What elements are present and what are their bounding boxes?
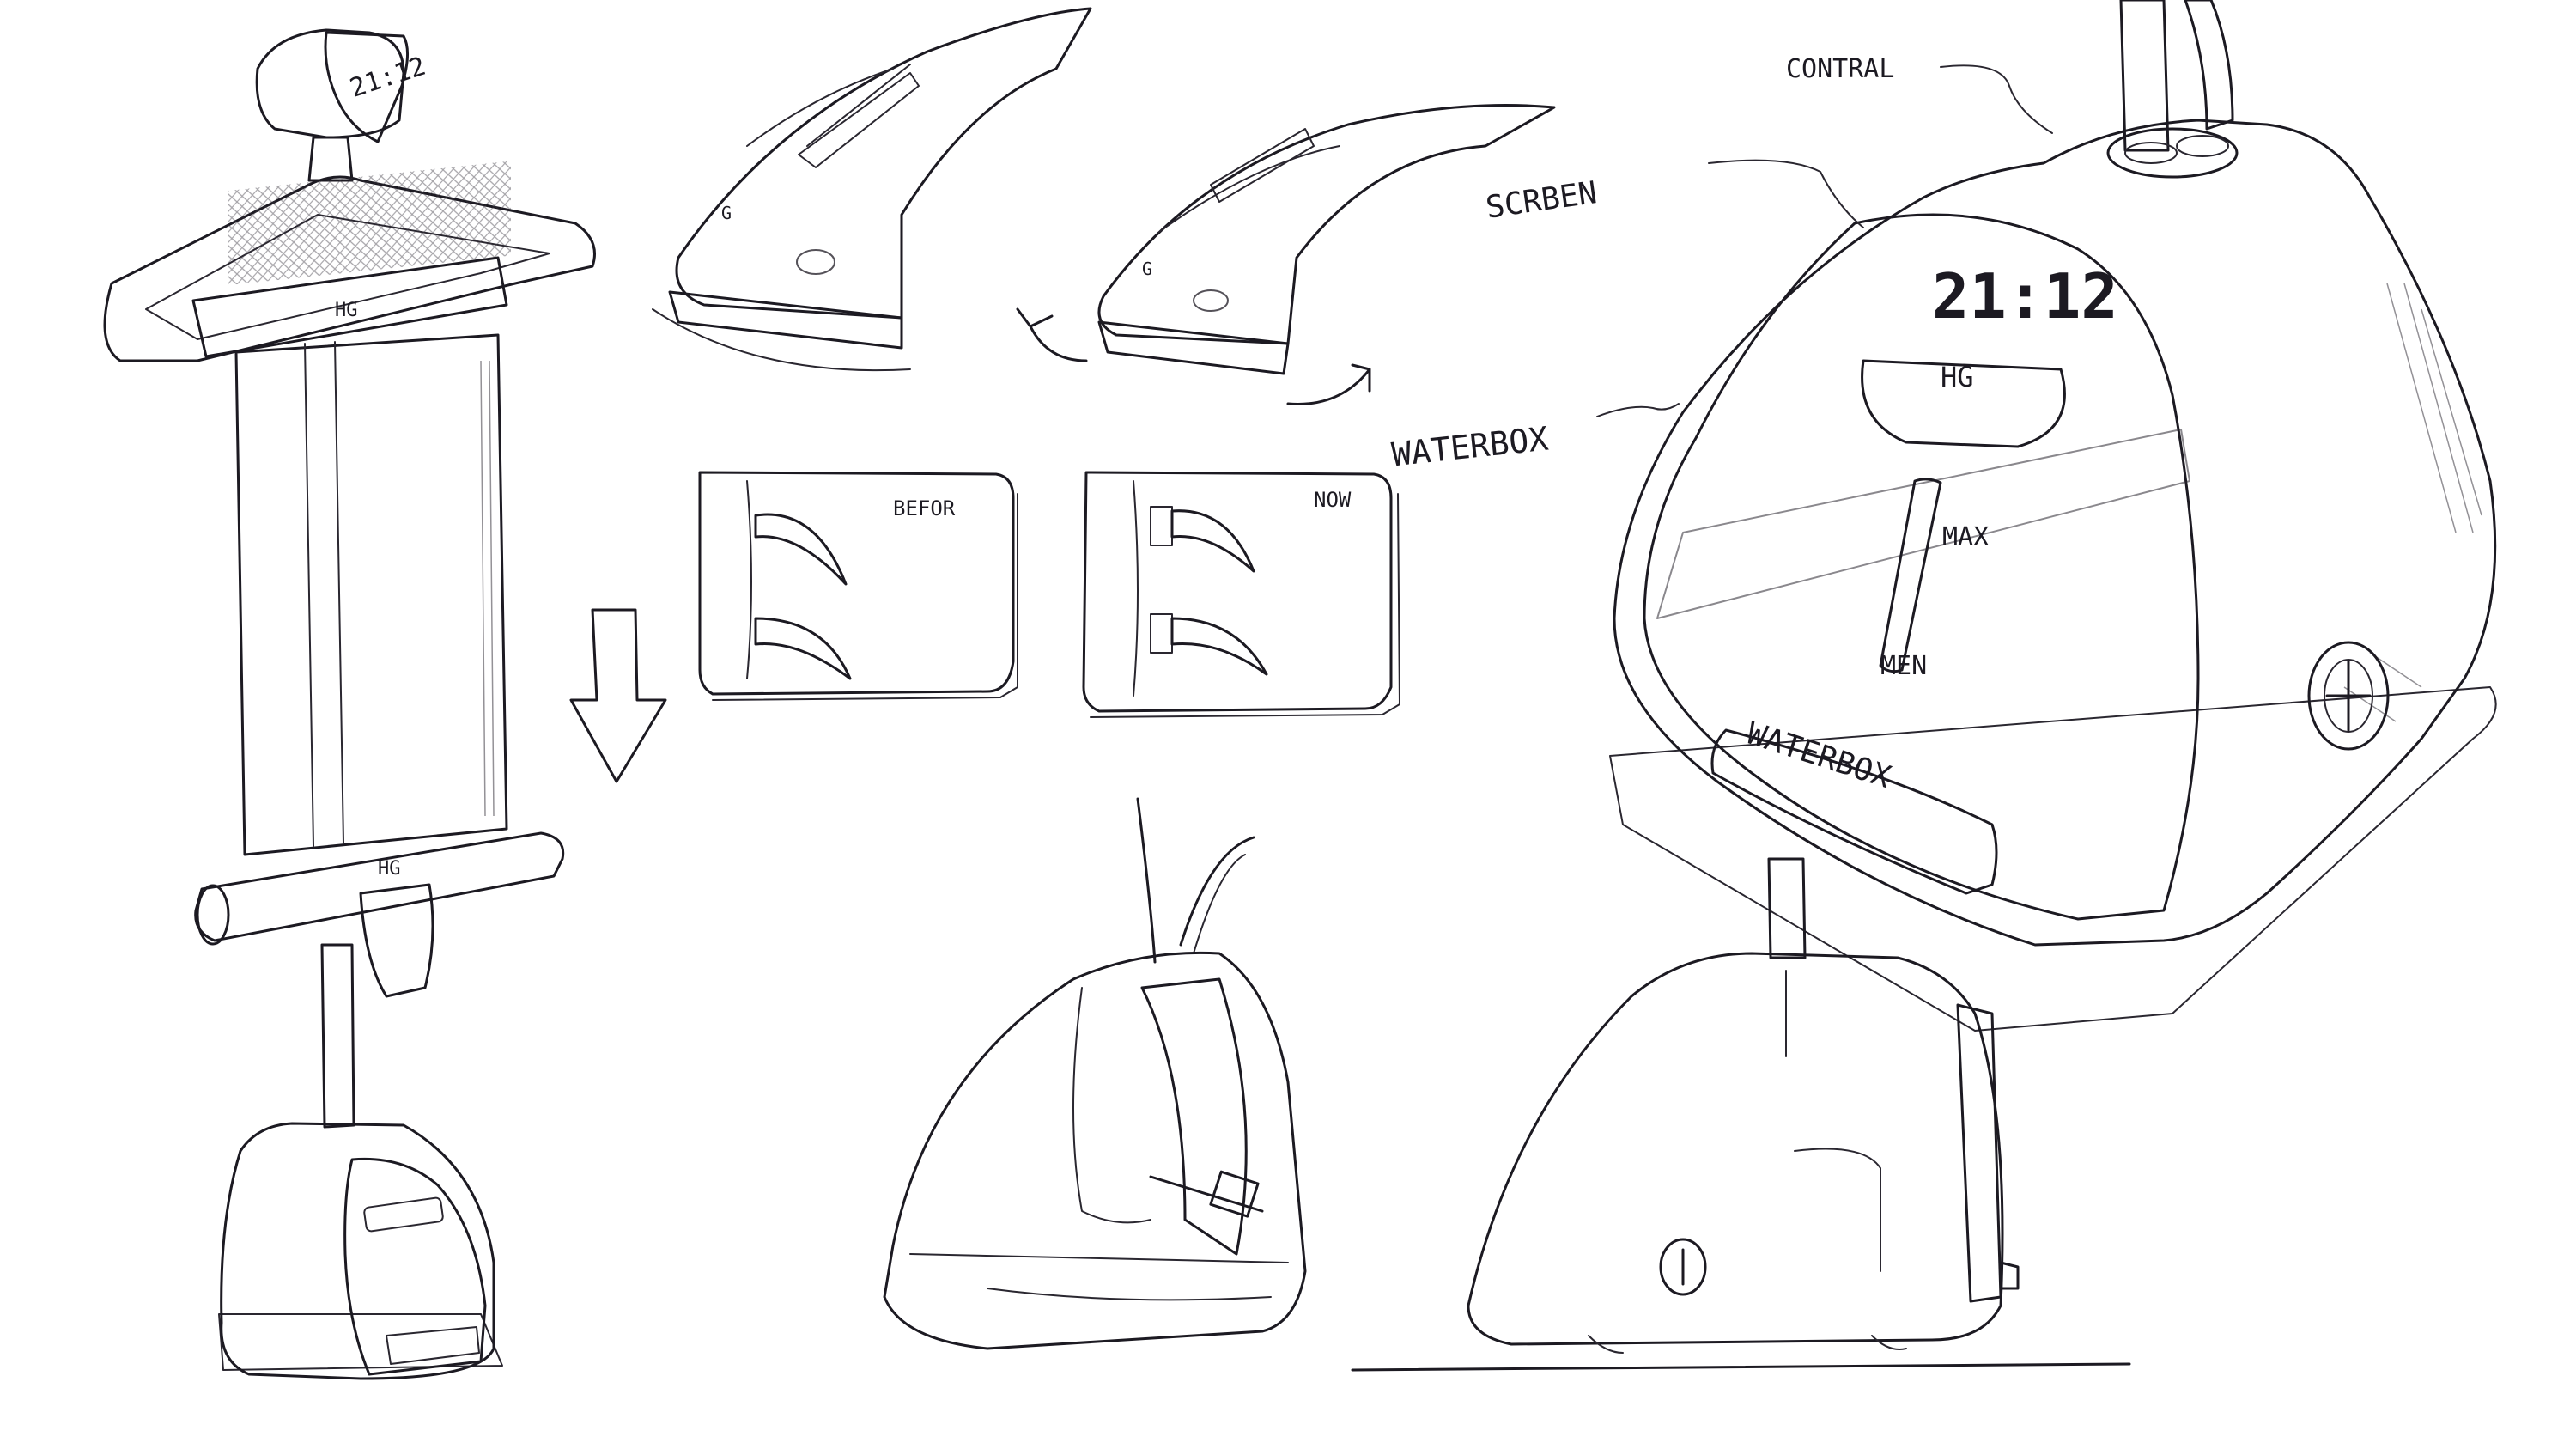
control-knob-icon	[2307, 641, 2390, 751]
base-back-sketch	[883, 797, 1307, 1350]
roller-brand: HG	[378, 858, 401, 880]
steam-head-left-plate	[668, 290, 903, 350]
base-back-shell	[883, 951, 1307, 1350]
base-front-knob-icon	[1659, 1238, 1707, 1296]
head-housing	[255, 28, 405, 139]
steam-head-left	[675, 7, 1092, 320]
roller-clip	[359, 883, 434, 998]
control-label: CONTRAL	[1786, 54, 1894, 84]
hanger-bar	[103, 175, 596, 362]
steam-head-right-brand: G	[1142, 259, 1152, 279]
tank-handle	[1861, 359, 2066, 448]
waterbox-plate	[1710, 728, 1998, 895]
roller-bar	[194, 831, 565, 942]
hanger-mesh	[228, 161, 511, 286]
rotate-arrow-left-icon	[1016, 307, 1088, 362]
gauge-min-label: MEN	[1880, 651, 1927, 681]
tank-purple-window	[1643, 213, 2200, 921]
tank-detail-sketch: 21:12 HG MAX MEN WATERBOX CONTRAL SCRBEN…	[1390, 0, 2497, 1032]
now-hook-lower-icon	[1170, 617, 1268, 676]
hanger-brand: HG	[335, 300, 358, 321]
steamer-base	[220, 1122, 495, 1380]
before-label: BEFOR	[893, 496, 956, 521]
head-display-text: 21:12	[346, 52, 429, 104]
base-front-shell	[1467, 952, 2004, 1346]
garment-panel	[234, 333, 508, 856]
base-front-ground-line	[1351, 1362, 2131, 1372]
steam-head-right	[1097, 104, 1556, 345]
before-hook-lower-icon	[754, 617, 852, 680]
down-arrow-icon	[569, 608, 667, 783]
steam-head-right-plate	[1097, 320, 1290, 375]
base-purple-tank	[343, 1157, 487, 1376]
rotate-arrow-right-icon	[1286, 363, 1371, 405]
head-purple-display	[324, 31, 409, 143]
water-level-gauge	[1879, 478, 1942, 673]
tank-handle-brand: HG	[1941, 361, 1974, 393]
waterbox-callout-line	[1596, 403, 1680, 417]
steam-head-left-brand: G	[721, 203, 732, 223]
steamer-ground-shadow	[218, 1313, 503, 1371]
gauge-max-label: MAX	[1942, 522, 1989, 552]
before-panel: BEFOR	[698, 471, 1018, 701]
now-panel: NOW	[1082, 471, 1400, 718]
control-callout-line	[1940, 64, 2053, 134]
tank-shell	[1613, 119, 2497, 947]
standing-steamer-sketch: 21:12 HG HG	[103, 28, 596, 1380]
now-label: NOW	[1314, 488, 1352, 512]
screen-callout-line	[1708, 159, 1864, 228]
before-hook-upper-icon	[754, 513, 848, 586]
now-hook-upper-icon	[1170, 509, 1255, 573]
screen-label: SCRBEN	[1484, 175, 1599, 226]
steam-head-sketches: G G	[652, 7, 1556, 405]
waterbox-label: WATERBOX	[1390, 420, 1551, 474]
tank-display-time: 21:12	[1932, 260, 2118, 332]
tank-ground-shadow	[1609, 686, 2497, 1032]
base-front-sketch	[1351, 857, 2131, 1372]
